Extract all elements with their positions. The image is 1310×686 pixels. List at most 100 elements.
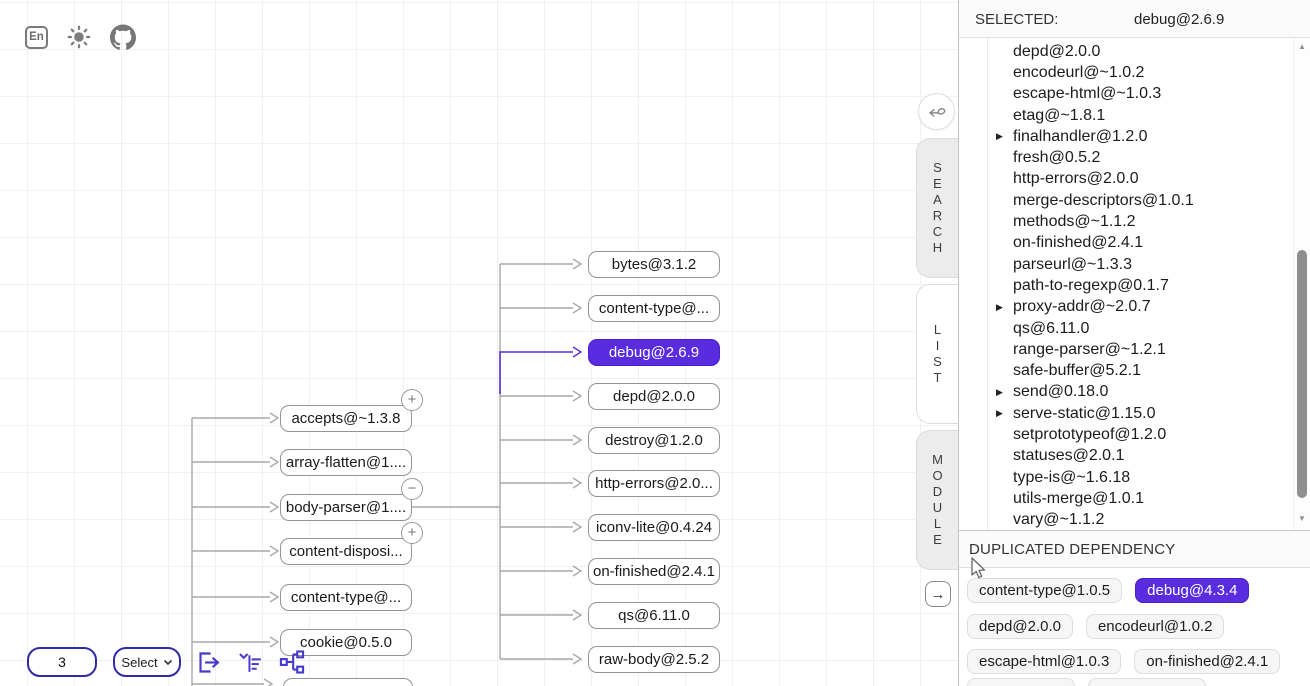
loop-arrow-button[interactable] [918,93,955,130]
duplicated-chip-partial[interactable] [967,678,1075,686]
graph-node[interactable]: on-finished@2.4.1 [588,557,720,585]
dependency-edges-layer [191,258,583,686]
graph-node[interactable]: array-flatten@1.... [280,448,412,476]
tree-item[interactable]: ▶ send@0.18.0 [959,382,1310,403]
graph-node[interactable]: iconv-lite@0.4.24 [588,513,720,541]
top-toolbar: En [25,24,136,50]
tree-item[interactable]: http-errors@2.0.0 [959,169,1310,190]
tree-item[interactable]: ▶ serve-static@1.15.0 [959,403,1310,424]
export-icon[interactable] [196,649,223,676]
panel-collapse-button[interactable]: → [925,581,951,607]
tree-item-label: methods@~1.1.2 [1013,213,1136,231]
tree-item[interactable]: merge-descriptors@1.0.1 [959,190,1310,211]
graph-node[interactable]: accepts@~1.3.8 [280,404,412,432]
tree-view-icon[interactable] [238,650,263,675]
tree-item[interactable]: setprototypeof@1.2.0 [959,424,1310,445]
expand-plus-icon[interactable]: + [401,521,423,544]
github-icon[interactable] [110,24,136,50]
tree-item-label: qs@6.11.0 [1013,319,1090,337]
tree-item-label: serve-static@1.15.0 [1013,404,1156,422]
tree-item-label: depd@2.0.0 [1013,42,1101,60]
tree-item[interactable]: etag@~1.8.1 [959,105,1310,126]
tree-item[interactable]: methods@~1.1.2 [959,211,1310,232]
graph-node[interactable]: content-type@... [280,583,412,611]
tree-item-label: encodeurl@~1.0.2 [1013,63,1145,81]
tree-item[interactable]: statuses@2.0.1 [959,446,1310,467]
scroll-up-icon[interactable]: ▲ [1298,42,1306,51]
duplicated-chip[interactable]: depd@2.0.0 [967,614,1073,639]
tree-item[interactable]: escape-html@~1.0.3 [959,84,1310,105]
theme-sun-icon[interactable] [66,24,92,50]
graph-node[interactable]: http-errors@2.0... [588,469,720,497]
chip-row: content-type@1.0.5 debug@4.3.4 [967,578,1250,603]
tree-item[interactable]: fresh@0.5.2 [959,147,1310,168]
select-dropdown[interactable]: Select [113,647,181,677]
collapse-minus-icon[interactable]: − [401,477,423,500]
tree-item-label: statuses@2.0.1 [1013,447,1125,465]
tree-item-label: range-parser@~1.2.1 [1013,340,1166,358]
tree-item-label: escape-html@~1.0.3 [1013,85,1162,103]
language-toggle-button[interactable]: En [25,25,48,49]
tree-item[interactable]: type-is@~1.6.18 [959,467,1310,488]
duplicated-chip[interactable]: content-type@1.0.5 [967,578,1123,603]
network-graph-icon[interactable] [278,648,306,676]
chip-row: depd@2.0.0 encodeurl@1.0.2 [967,614,1225,639]
tree-item[interactable]: ▶finalhandler@1.2.0 [959,126,1310,147]
tree-item[interactable]: parseurl@~1.3.3 [959,254,1310,275]
tree-item[interactable]: safe-buffer@5.2.1 [959,360,1310,381]
selected-label: SELECTED: [975,11,1059,28]
expand-caret-icon[interactable]: ▶ [996,301,1003,312]
dependency-tree: depd@2.0.0 encodeurl@~1.0.2 escape-html@~1… [959,38,1310,530]
selected-header: SELECTED: debug@2.6.9 [959,0,1310,38]
graph-canvas[interactable]: En accepts@~1.3.8+array-flatten@1....bod… [0,0,958,686]
tree-item-label: on-finished@2.4.1 [1013,234,1144,252]
duplicated-chip[interactable]: on-finished@2.4.1 [1134,649,1281,674]
duplicated-chip[interactable]: encodeurl@1.0.2 [1085,614,1225,639]
tree-item-label: merge-descriptors@1.0.1 [1013,191,1194,209]
graph-node[interactable]: raw-body@2.5.2 [588,645,720,673]
tree-guide-line [987,38,988,530]
tree-item[interactable]: on-finished@2.4.1 [959,233,1310,254]
graph-node[interactable]: bytes@3.1.2 [588,250,720,278]
tree-item[interactable]: encodeurl@~1.0.2 [959,62,1310,83]
graph-node[interactable]: body-parser@1.... [280,493,412,521]
tree-item-label: http-errors@2.0.0 [1013,170,1139,188]
depth-input[interactable] [27,647,97,677]
tree-item[interactable]: utils-merge@1.0.1 [959,488,1310,509]
tree-item[interactable]: depd@2.0.0 [959,41,1310,62]
tree-item-label: safe-buffer@5.2.1 [1013,362,1142,380]
expand-caret-icon[interactable]: ▶ [996,131,1003,142]
duplicated-chip[interactable]: escape-html@1.0.3 [967,649,1122,674]
graph-node[interactable]: debug@2.6.9 [588,338,720,366]
scroll-down-icon[interactable]: ▼ [1298,514,1306,523]
duplicated-chip-partial[interactable] [1088,678,1206,686]
details-panel: SELECTED: debug@2.6.9 depd@2.0.0 encodeur… [958,0,1310,686]
tree-item-label: send@0.18.0 [1013,383,1109,401]
graph-node[interactable]: qs@6.11.0 [588,601,720,629]
tree-item[interactable]: path-to-regexp@0.1.7 [959,275,1310,296]
graph-node[interactable]: content-type@... [588,294,720,322]
duplicated-header: DUPLICATED DEPENDENCY [959,530,1310,568]
tree-item[interactable]: vary@~1.1.2 [959,510,1310,530]
tree-item[interactable]: range-parser@~1.2.1 [959,339,1310,360]
graph-node-partial[interactable] [283,678,413,686]
selected-value: debug@2.6.9 [1134,11,1225,28]
tree-item-label: parseurl@~1.3.3 [1013,255,1132,273]
duplicated-chip[interactable]: debug@4.3.4 [1135,578,1250,603]
tree-item-label: vary@~1.1.2 [1013,511,1105,529]
expand-plus-icon[interactable]: + [401,388,423,411]
tree-scrollbar-thumb[interactable] [1297,250,1307,498]
graph-node[interactable]: content-disposi... [280,537,412,565]
duplicated-list: ▲ content-type@1.0.5debug@4.3.4depd@2.0.… [959,568,1310,686]
graph-node[interactable]: depd@2.0.0 [588,382,720,410]
duplicated-title: DUPLICATED DEPENDENCY [969,541,1176,558]
tree-item[interactable]: ▶proxy-addr@~2.0.7 [959,297,1310,318]
tree-item[interactable]: qs@6.11.0 [959,318,1310,339]
graph-node[interactable]: destroy@1.2.0 [588,426,720,454]
expand-caret-icon[interactable]: ▶ [996,386,1003,397]
loop-arrow-icon [928,107,945,117]
expand-caret-icon[interactable]: ▶ [996,408,1003,419]
